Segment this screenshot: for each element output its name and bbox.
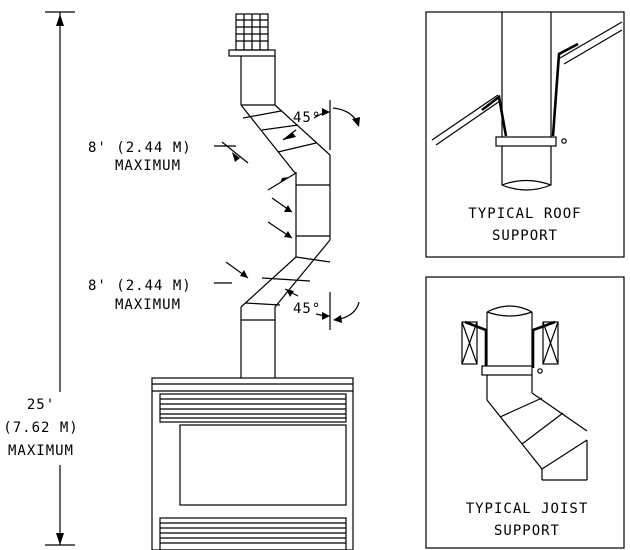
termination-cap bbox=[228, 13, 276, 57]
middle-offset-arrows bbox=[267, 197, 293, 239]
roof-support-caption-line1: TYPICAL ROOF bbox=[468, 206, 581, 222]
upper-offset-label-line1: 8' (2.44 M) bbox=[88, 140, 192, 156]
lower-angle-callout: 45° bbox=[293, 292, 360, 330]
lower-offset-label-line1: 8' (2.44 M) bbox=[88, 278, 192, 294]
upper-angle-label: 45° bbox=[293, 110, 321, 126]
joist-support-caption-line1: TYPICAL JOIST bbox=[466, 501, 589, 517]
lower-angle-label: 45° bbox=[293, 301, 321, 317]
roof-support-caption-line2: SUPPORT bbox=[492, 228, 558, 244]
bottom-louver bbox=[159, 517, 347, 550]
joist-support-panel: TYPICAL JOIST SUPPORT bbox=[425, 276, 625, 549]
vent-pipe bbox=[240, 56, 331, 378]
upper-angle-callout: 45° bbox=[293, 100, 360, 150]
upper-offset-label-line2: MAXIMUM bbox=[115, 158, 181, 174]
firebox-glass bbox=[179, 424, 347, 506]
lower-offset-label-line2: MAXIMUM bbox=[115, 297, 181, 313]
roof-support-panel: TYPICAL ROOF SUPPORT bbox=[425, 11, 625, 258]
upper-offset-dimension: 8' (2.44 M) MAXIMUM bbox=[88, 129, 297, 191]
height-label-line3: MAXIMUM bbox=[8, 443, 74, 459]
top-louver bbox=[159, 393, 347, 423]
overall-height-dimension: 25' (7.62 M) MAXIMUM bbox=[3, 11, 78, 546]
joist-support-caption-line2: SUPPORT bbox=[494, 523, 560, 539]
fireplace-appliance bbox=[151, 377, 354, 550]
lower-offset-dimension: 8' (2.44 M) MAXIMUM bbox=[88, 261, 299, 313]
height-label-line1: 25' bbox=[27, 397, 55, 413]
height-label-line2: (7.62 M) bbox=[3, 420, 78, 436]
